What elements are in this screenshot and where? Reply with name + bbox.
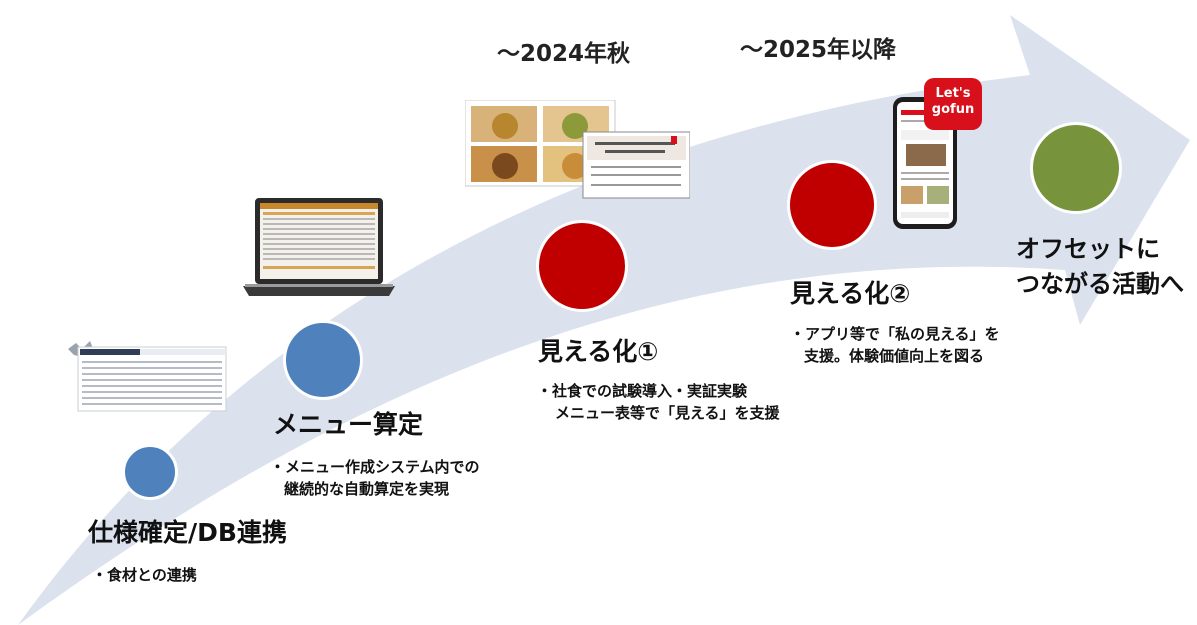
milestone-1-title: 仕様確定/DB連携 [88, 518, 287, 547]
milestone-4-circle [787, 160, 877, 250]
milestone-3-desc-line-1: ・社食での試験導入・実証実験 [537, 382, 748, 400]
milestone-3-title: 見える化① [538, 337, 659, 366]
milestone-4-desc: ・アプリ等で「私の見える」を 支援。体験価値向上を図る [790, 324, 1000, 368]
milestone-1-circle [122, 444, 178, 500]
milestone-4-desc-line-2: 支援。体験価値向上を図る [804, 346, 985, 365]
menu-board-images [464, 99, 691, 200]
gofun-logo-line-1: Let's [935, 86, 971, 101]
milestone-2-desc-line-2: 継続的な自動算定を実現 [284, 479, 450, 498]
db-table-thumbnail [68, 341, 228, 413]
milestone-1-desc: ・食材との連携 [92, 565, 197, 587]
milestone-3-desc: ・社食での試験導入・実証実験 メニュー表等で「見える」を支援 [537, 381, 780, 425]
milestone-2-circle [283, 320, 363, 400]
milestone-1-desc-line-1: ・食材との連携 [92, 566, 197, 584]
gofun-app-logo: Let's gofun [924, 78, 982, 130]
milestone-2-desc: ・メニュー作成システム内での 継続的な自動算定を実現 [270, 457, 480, 501]
smartphone-app-mockup [892, 96, 958, 230]
milestone-2-desc-line-1: ・メニュー作成システム内での [270, 458, 480, 476]
milestone-3-desc-line-2: メニュー表等で「見える」を支援 [555, 403, 780, 422]
milestone-5-title: オフセットに つながる活動へ [1016, 232, 1184, 302]
milestone-3-circle [536, 220, 628, 312]
date-label-2024: 〜2024年秋 [497, 41, 631, 67]
milestone-4-title: 見える化② [790, 279, 911, 308]
milestone-5-title-line-2: つながる活動へ [1016, 269, 1184, 298]
milestone-4-desc-line-1: ・アプリ等で「私の見える」を [790, 325, 1000, 343]
milestone-2-title: メニュー算定 [273, 410, 424, 439]
milestone-5-title-line-1: オフセットに [1016, 235, 1160, 263]
laptop-screenshot [241, 196, 397, 300]
date-label-2025: 〜2025年以降 [740, 37, 897, 63]
milestone-5-circle [1030, 122, 1122, 214]
gofun-logo-line-2: gofun [931, 102, 975, 117]
